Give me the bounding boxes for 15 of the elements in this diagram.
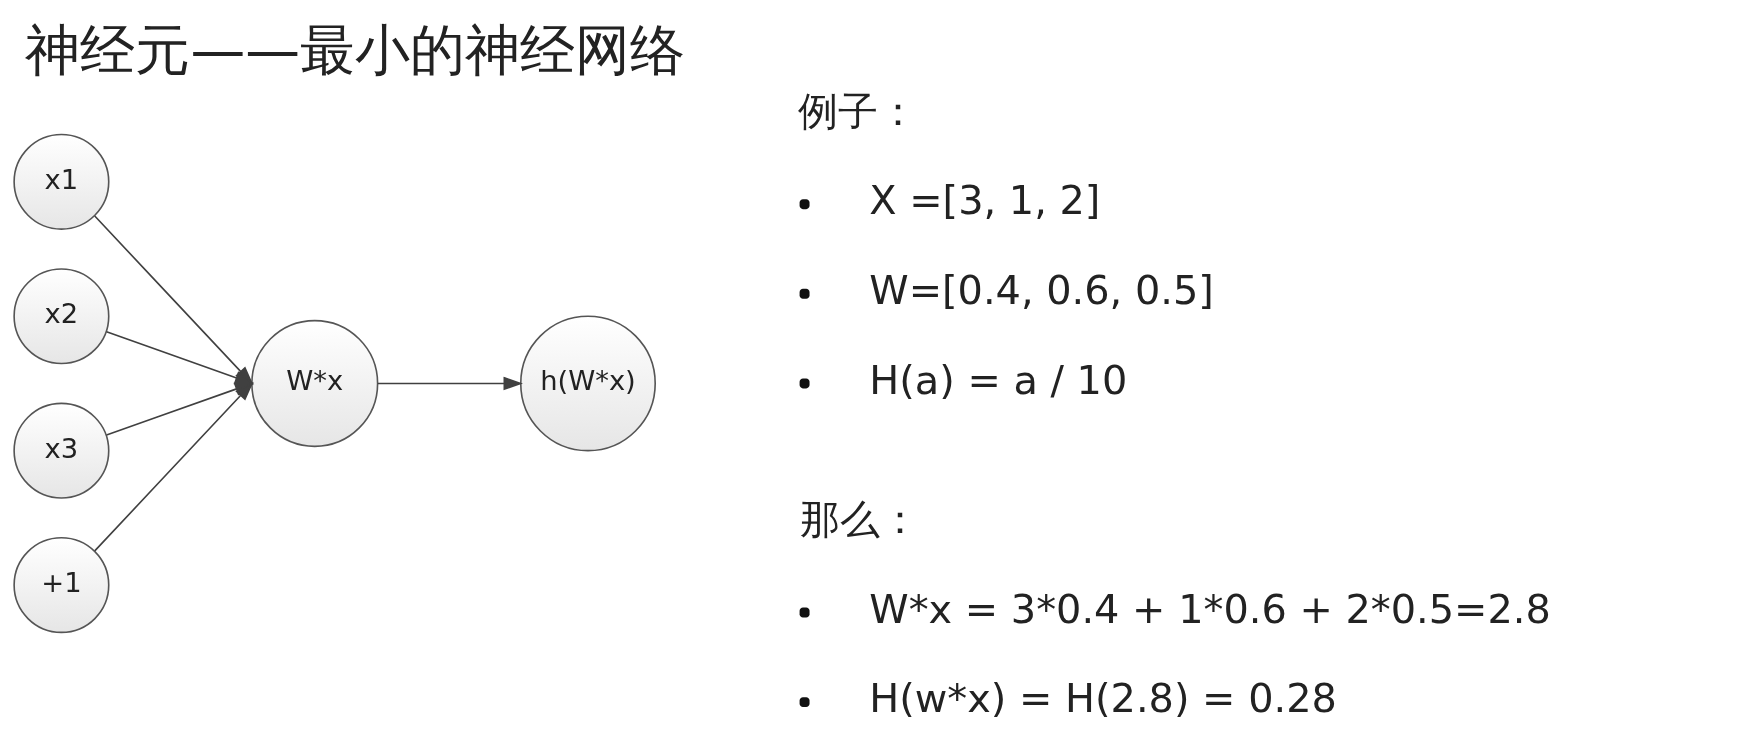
label: H(a) = a / 10 — [869, 356, 1128, 403]
label: X =[3, 1, 2] — [869, 177, 1101, 224]
label: H(w*x) = H(2.8) = 0.28 — [869, 675, 1337, 722]
node-circle: x3 — [13, 402, 110, 499]
node-circle: +1 — [13, 537, 110, 634]
label: 例子： — [798, 87, 919, 134]
node-circle: h(W*x) — [519, 315, 656, 452]
label: W*x = 3*0.4 + 1*0.6 + 2*0.5=2.8 — [869, 585, 1551, 632]
node-circle: W*x — [251, 319, 379, 448]
arrow — [376, 376, 523, 391]
label: 那么： — [799, 495, 920, 542]
diagram-title: 神经元——最小的神经网络 — [25, 17, 685, 82]
node-circle: x2 — [13, 268, 110, 365]
node-circle: x1 — [13, 133, 110, 230]
label: W=[0.4, 0.6, 0.5] — [869, 266, 1214, 313]
